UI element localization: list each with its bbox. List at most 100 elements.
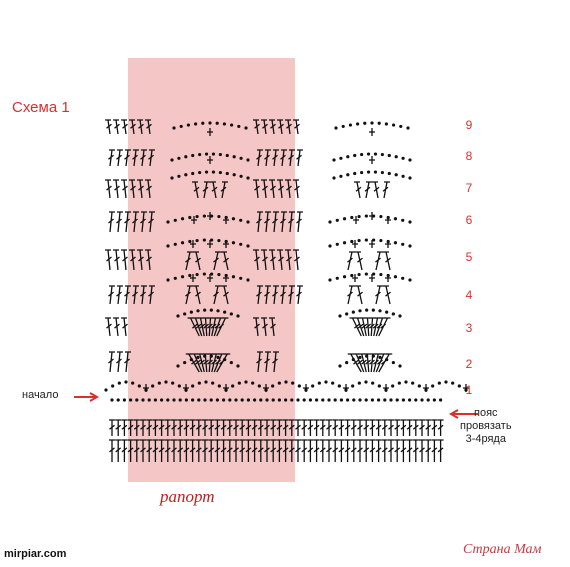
chain-dot bbox=[271, 384, 275, 388]
chain-dot bbox=[183, 312, 187, 316]
chain-dot bbox=[178, 398, 182, 402]
double-crochet-symbol bbox=[152, 439, 159, 462]
double-crochet-symbol bbox=[124, 285, 131, 305]
start-label: начало bbox=[22, 389, 59, 401]
chain-dot bbox=[137, 384, 141, 388]
double-crochet-symbol bbox=[113, 249, 120, 271]
double-crochet-symbol bbox=[257, 419, 264, 436]
chain-dot bbox=[385, 310, 389, 314]
chain-dot bbox=[239, 218, 243, 222]
chain-dot bbox=[184, 398, 188, 402]
single-crochet-symbol bbox=[463, 384, 469, 392]
single-crochet-symbol bbox=[369, 274, 375, 282]
double-crochet-symbol bbox=[185, 285, 193, 305]
double-crochet-symbol bbox=[354, 181, 362, 199]
chain-dot bbox=[228, 398, 232, 402]
chain-dot bbox=[451, 381, 455, 385]
chain-dot bbox=[237, 124, 241, 129]
chain-dot bbox=[394, 173, 398, 177]
single-crochet-symbol bbox=[207, 274, 213, 282]
chain-dot bbox=[311, 384, 315, 388]
double-crochet-symbol bbox=[378, 353, 393, 373]
chain-dot bbox=[173, 218, 177, 222]
chain-dot bbox=[370, 121, 374, 125]
watermark-left: mirpiar.com bbox=[4, 548, 67, 560]
chain-dot bbox=[401, 242, 405, 246]
double-crochet-symbol bbox=[270, 439, 277, 462]
double-crochet-symbol bbox=[245, 419, 252, 436]
double-crochet-symbol bbox=[192, 181, 200, 199]
double-crochet-symbol bbox=[216, 353, 231, 373]
chain-dot bbox=[197, 381, 201, 385]
double-crochet-symbol bbox=[113, 119, 120, 135]
chain-dot bbox=[342, 217, 347, 221]
double-crochet-symbol bbox=[264, 439, 270, 462]
chain-dot bbox=[333, 398, 337, 402]
chain-dot bbox=[177, 156, 181, 160]
chain-dot bbox=[116, 398, 120, 402]
chain-dot bbox=[204, 170, 209, 174]
chain-dot bbox=[353, 153, 357, 158]
chain-dot bbox=[389, 398, 393, 402]
chain-dot bbox=[222, 122, 226, 126]
chain-dot bbox=[346, 398, 350, 402]
double-crochet-symbol bbox=[350, 439, 357, 462]
double-crochet-symbol bbox=[213, 251, 221, 271]
single-crochet-symbol bbox=[190, 274, 196, 282]
chain-dot bbox=[225, 171, 229, 176]
double-crochet-symbol bbox=[261, 249, 268, 271]
double-crochet-symbol bbox=[129, 179, 136, 199]
double-crochet-symbol bbox=[264, 211, 271, 233]
chain-dot bbox=[216, 355, 220, 359]
double-crochet-symbol bbox=[412, 439, 419, 462]
chain-dot bbox=[432, 398, 436, 402]
double-crochet-symbol bbox=[193, 251, 201, 271]
double-crochet-symbol bbox=[293, 179, 300, 199]
double-crochet-symbol bbox=[202, 439, 208, 462]
double-crochet-symbol bbox=[253, 119, 260, 135]
chain-dot bbox=[408, 176, 412, 180]
double-crochet-symbol bbox=[189, 439, 196, 462]
chain-dot bbox=[210, 214, 214, 218]
double-crochet-symbol bbox=[375, 251, 383, 271]
chain-dot bbox=[204, 380, 208, 384]
chain-dot bbox=[236, 314, 240, 318]
chain-dot bbox=[335, 218, 339, 222]
double-crochet-symbol bbox=[437, 439, 444, 462]
double-crochet-symbol bbox=[264, 419, 270, 436]
chain-dot bbox=[337, 384, 341, 388]
double-crochet-symbol bbox=[113, 317, 120, 337]
double-crochet-symbol bbox=[116, 351, 123, 373]
double-crochet-symbol bbox=[221, 285, 229, 305]
double-crochet-symbol bbox=[140, 149, 147, 167]
double-crochet-symbol bbox=[269, 119, 276, 135]
chain-dot bbox=[357, 272, 361, 277]
chain-dot bbox=[372, 214, 376, 218]
chain-dot bbox=[230, 123, 234, 127]
chain-dot bbox=[222, 398, 226, 402]
double-crochet-symbol bbox=[108, 351, 115, 373]
double-crochet-symbol bbox=[137, 249, 144, 271]
double-crochet-symbol bbox=[264, 149, 271, 167]
chain-dot bbox=[239, 242, 243, 246]
chain-dot bbox=[394, 155, 398, 159]
double-crochet-symbol bbox=[158, 439, 165, 462]
chain-dot bbox=[170, 158, 174, 162]
double-crochet-symbol bbox=[288, 149, 295, 167]
chain-dot bbox=[259, 398, 263, 402]
double-crochet-symbol bbox=[210, 181, 218, 199]
row-number-3: 3 bbox=[465, 321, 473, 335]
chain-dot bbox=[377, 121, 381, 125]
chain-dot bbox=[357, 381, 361, 385]
double-crochet-symbol bbox=[233, 419, 239, 436]
row-number-8: 8 bbox=[465, 149, 473, 163]
chain-dot bbox=[406, 126, 410, 130]
stitch-symbols bbox=[104, 119, 469, 462]
chain-dot bbox=[239, 156, 243, 160]
chain-dot bbox=[358, 355, 362, 359]
double-crochet-symbol bbox=[253, 249, 260, 271]
chain-dot bbox=[401, 276, 405, 280]
chain-dot bbox=[171, 381, 175, 385]
chain-dot bbox=[393, 241, 398, 245]
